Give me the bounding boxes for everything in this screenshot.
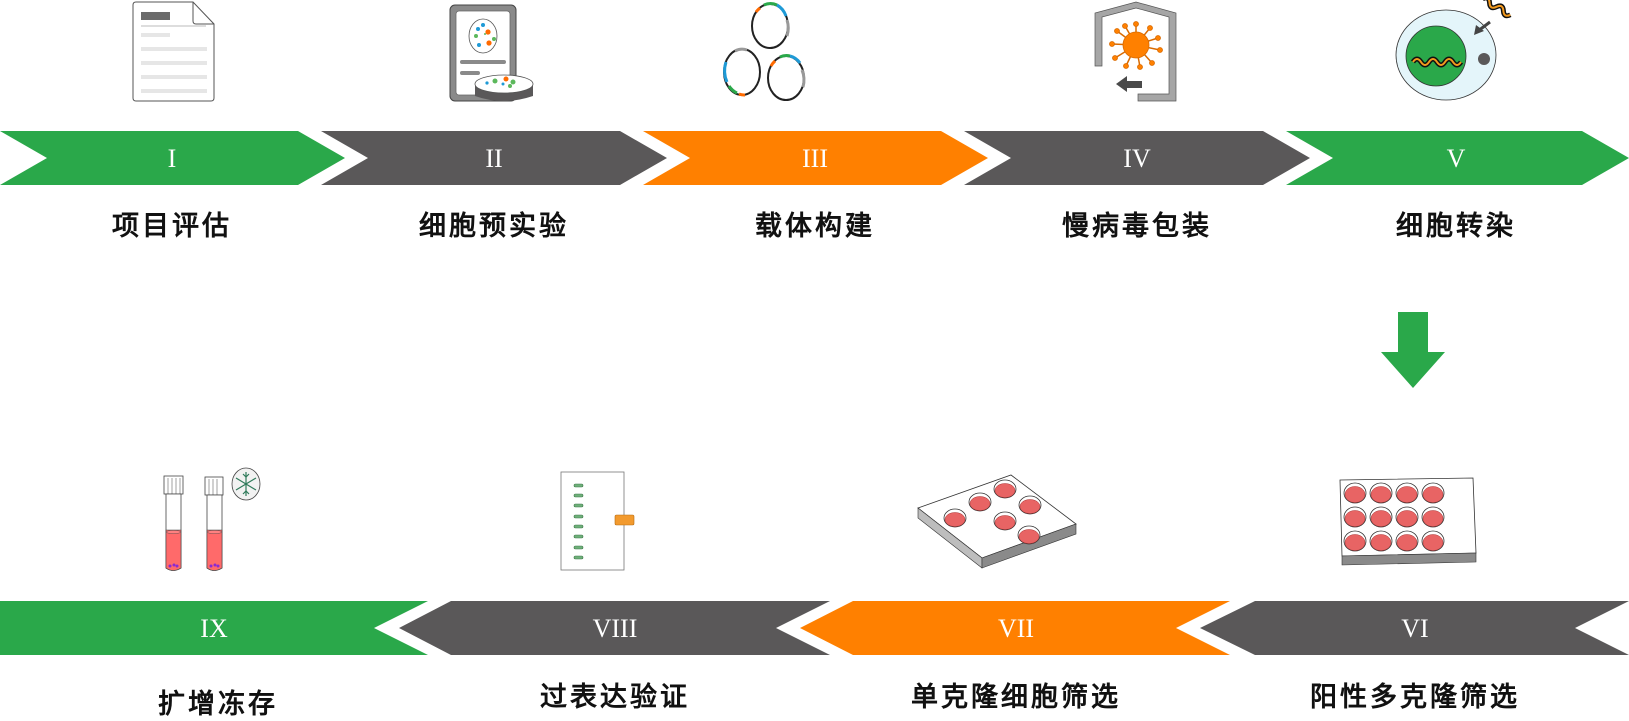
- step-4-numeral: IV: [1123, 144, 1151, 173]
- step-5-bar: [1286, 131, 1629, 185]
- well-medium: [1344, 534, 1366, 551]
- well-medium: [1396, 486, 1418, 503]
- step-7-bar: [800, 601, 1230, 655]
- step-1-chevron: I: [0, 131, 345, 185]
- well-medium: [1422, 486, 1444, 503]
- well-medium: [1396, 534, 1418, 551]
- step-1-label: 项目评估: [112, 211, 232, 242]
- well-medium: [1422, 534, 1444, 551]
- well-medium: [1422, 510, 1444, 527]
- step-3-label: 载体构建: [755, 211, 875, 242]
- step-4-chevron: IV: [964, 131, 1310, 185]
- step-7-chevron: VII: [800, 601, 1230, 655]
- lentivirus-packaging-icon: [1094, 1, 1177, 102]
- well-medium: [944, 512, 966, 527]
- step-1-bar: [0, 131, 345, 185]
- step-7-numeral: VII: [998, 614, 1034, 643]
- well-medium: [994, 483, 1016, 498]
- step-4-bar: [964, 131, 1310, 185]
- step-9-bar: [0, 601, 428, 655]
- step-9-chevron: IX: [0, 601, 428, 655]
- well-medium: [1396, 510, 1418, 527]
- well-medium: [1370, 534, 1392, 551]
- well-medium: [1019, 499, 1041, 514]
- step-6-label: 阳性多克隆筛选: [1310, 682, 1520, 713]
- arrow-down-icon: [1381, 312, 1445, 388]
- step-2-numeral: II: [485, 144, 502, 173]
- cryo-tubes-icon: [163, 467, 261, 571]
- step-9-numeral: IX: [200, 614, 228, 643]
- step-5-chevron: V: [1286, 131, 1629, 185]
- step-6-chevron: VI: [1200, 601, 1629, 655]
- cell-transfection-icon: [1395, 0, 1512, 101]
- step-9-label: 扩增冻存: [158, 689, 278, 720]
- well-medium: [1344, 510, 1366, 527]
- western-blot-gel-icon: [560, 471, 635, 571]
- step-4-label: 慢病毒包装: [1062, 211, 1212, 242]
- step-2-bar: [321, 131, 667, 185]
- step-5-numeral: V: [1447, 144, 1466, 173]
- snowflake-icon: [231, 467, 261, 501]
- step-8-numeral: VIII: [593, 614, 638, 643]
- well-grid: [1343, 482, 1445, 552]
- well-medium: [994, 515, 1016, 530]
- well-medium: [1370, 510, 1392, 527]
- step-7-label: 单克隆细胞筛选: [911, 682, 1121, 713]
- step-2-chevron: II: [321, 131, 667, 185]
- petri-dish-report-icon: [449, 4, 534, 102]
- well-grid: [943, 479, 1042, 545]
- step-6-bar: [1200, 601, 1629, 655]
- step-3-numeral: III: [802, 144, 828, 173]
- plasmid-icon: [723, 2, 806, 101]
- step-8-label: 过表达验证: [540, 682, 690, 713]
- step-8-bar: [399, 601, 830, 655]
- step-5-label: 细胞转染: [1396, 211, 1516, 242]
- step-8-chevron: VIII: [399, 601, 830, 655]
- step-2-label: 细胞预实验: [419, 211, 569, 242]
- step-3-bar: [643, 131, 988, 185]
- well-medium: [969, 496, 991, 511]
- step-3-chevron: III: [643, 131, 988, 185]
- step-1-numeral: I: [168, 144, 177, 173]
- document-icon: [132, 1, 215, 102]
- well-medium: [1018, 529, 1040, 544]
- well-medium: [1370, 486, 1392, 503]
- well-medium: [1344, 486, 1366, 503]
- step-6-numeral: VI: [1401, 614, 1428, 643]
